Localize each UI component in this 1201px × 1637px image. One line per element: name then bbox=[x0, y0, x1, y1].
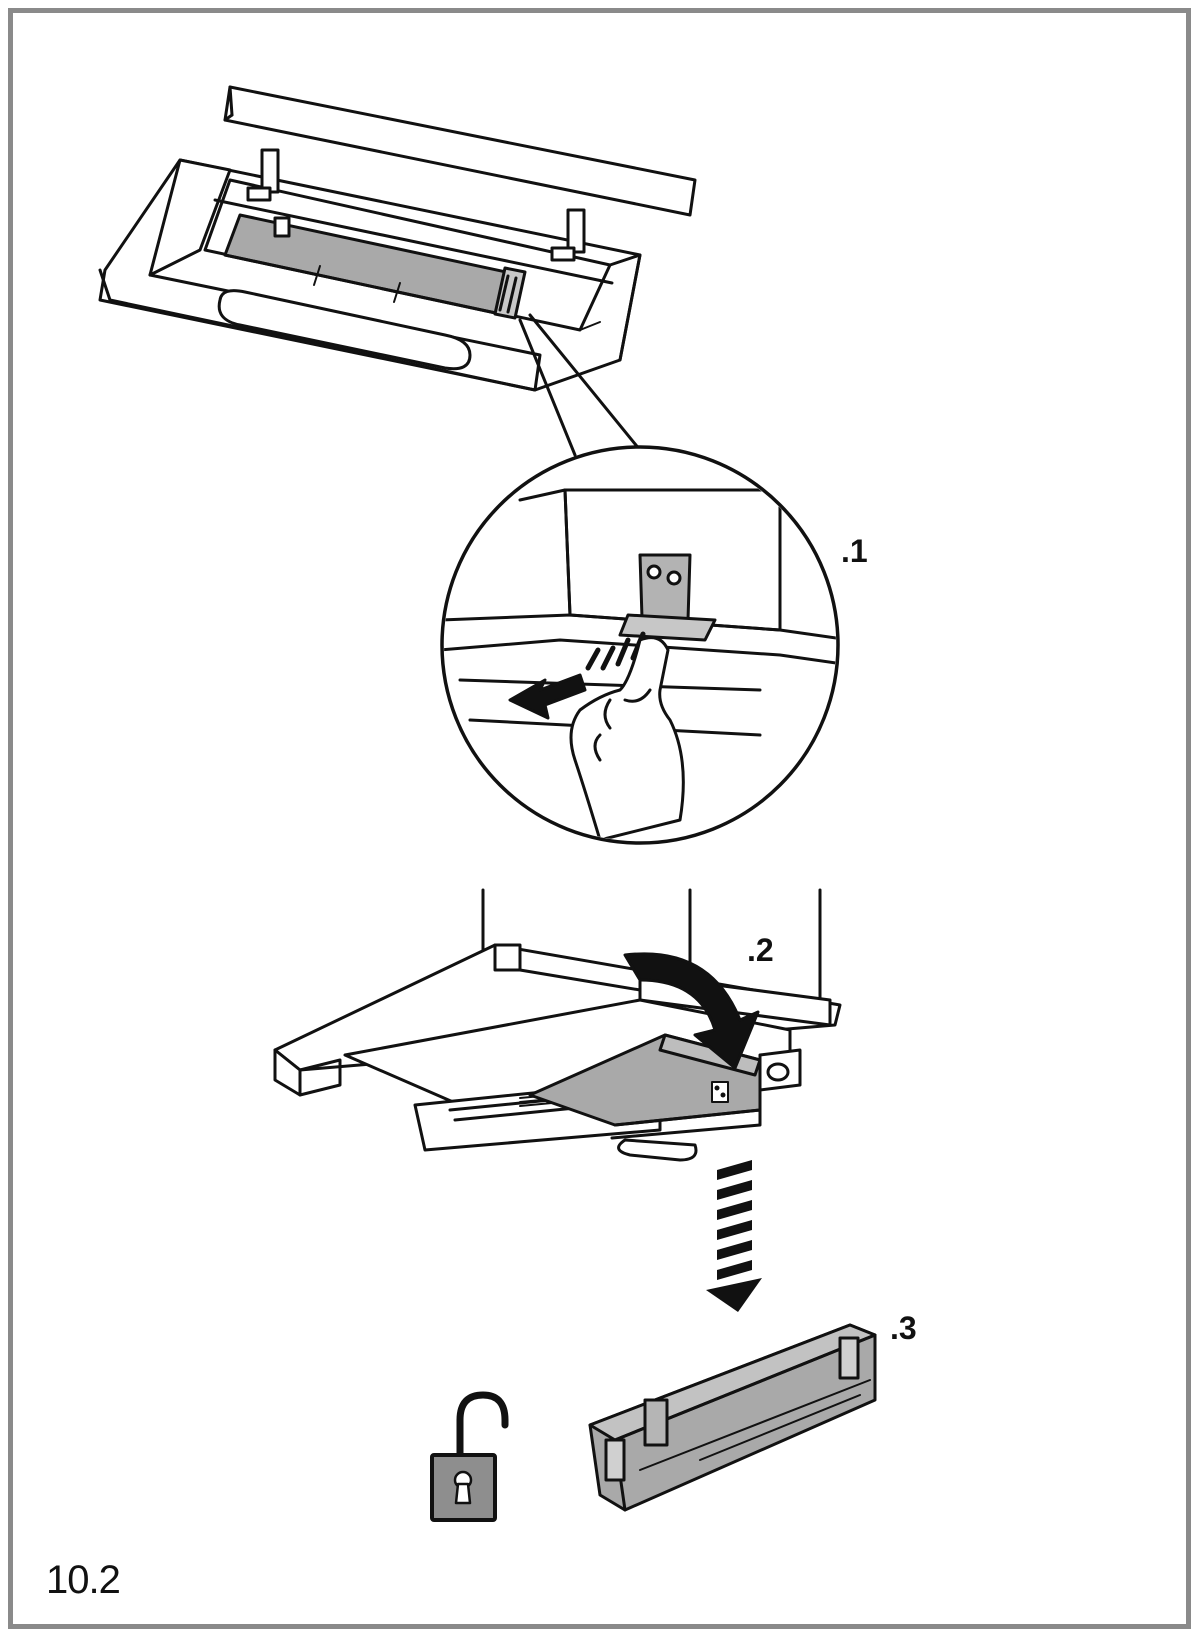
unlocked-padlock-icon bbox=[430, 1391, 509, 1522]
hood-filter-tilted bbox=[273, 888, 842, 1162]
arrow-down-icon bbox=[706, 1160, 762, 1312]
curved-arrow-down-icon bbox=[623, 952, 760, 1070]
arrow-left-icon bbox=[508, 673, 587, 720]
step-label-2: .2 bbox=[747, 932, 774, 968]
step-label-3: .3 bbox=[890, 1310, 917, 1346]
grease-filter-removed bbox=[588, 1323, 877, 1512]
hand-illustration bbox=[569, 636, 685, 841]
hood-top-view bbox=[98, 85, 697, 392]
zoom-callout bbox=[518, 313, 642, 457]
step-label-1: .1 bbox=[841, 533, 868, 569]
figure-number: 10.2 bbox=[46, 1558, 121, 1602]
detail-circle bbox=[440, 445, 840, 845]
